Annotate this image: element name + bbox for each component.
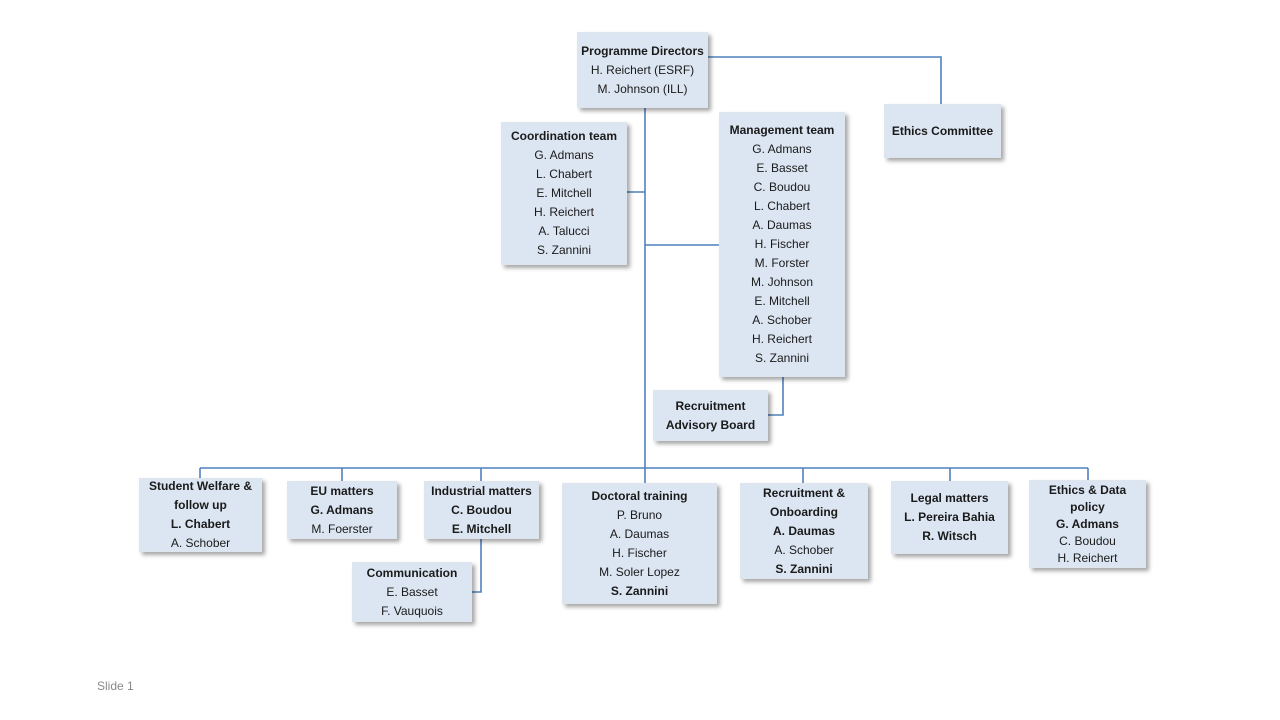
box-title: Ethics Committee xyxy=(891,123,994,138)
box-title: Management team xyxy=(729,123,835,137)
member-name: M. Johnson (ILL) xyxy=(597,81,688,96)
member-name: E. Mitchell xyxy=(754,294,810,308)
member-name: A. Daumas xyxy=(609,526,670,541)
box-members: P. Bruno A. Daumas H. Fischer M. Soler Lope… xyxy=(599,506,680,601)
member-name: F. Vauquois xyxy=(381,603,443,618)
box-members: E. Basset F. Vauquois xyxy=(381,583,443,621)
member-name: A. Talucci xyxy=(538,224,590,238)
org-box-eu-matters: EU matters G. Admans M. Foerster xyxy=(287,481,397,539)
connector-management-to-advisory-board xyxy=(768,377,784,416)
member-name: H. Reichert xyxy=(533,205,595,219)
member-name: A. Daumas xyxy=(772,523,836,538)
box-members: H. Reichert (ESRF) M. Johnson (ILL) xyxy=(591,61,694,99)
member-name: M. Soler Lopez xyxy=(599,564,680,579)
member-name: R. Witsch xyxy=(922,529,977,543)
member-name: A. Daumas xyxy=(752,218,812,232)
box-title: Recruitment & Onboarding xyxy=(762,485,845,519)
org-box-recruitment-onboarding: Recruitment & Onboarding A. Daumas A. Sch… xyxy=(740,483,868,579)
member-name: E. Basset xyxy=(386,584,438,599)
member-name: H. Reichert xyxy=(751,332,812,346)
member-name: E. Mitchell xyxy=(536,186,592,200)
box-members: L. Pereira Bahia R. Witsch xyxy=(904,508,995,546)
member-name: H. Reichert xyxy=(1057,550,1118,565)
member-name: A. Schober xyxy=(774,542,834,557)
org-box-communication: Communication E. Basset F. Vauquois xyxy=(352,562,472,622)
member-name: S. Zannini xyxy=(775,561,833,576)
org-box-recruitment-advisory-board: Recruitment Advisory Board xyxy=(653,390,768,441)
member-name: S. Zannini xyxy=(610,583,669,598)
org-box-legal-matters: Legal matters L. Pereira Bahia R. Witsch xyxy=(891,481,1008,554)
box-members: G. Admans L. Chabert E. Mitchell H. Reicher… xyxy=(534,146,594,260)
box-title: Communication xyxy=(366,565,458,580)
member-name: E. Mitchell xyxy=(451,521,512,536)
connector-industrial-to-communication xyxy=(472,538,482,593)
org-box-ethics-committee: Ethics Committee xyxy=(884,104,1001,158)
member-name: M. Johnson xyxy=(750,275,814,289)
member-name: S. Zannini xyxy=(754,351,809,365)
member-name: G. Admans xyxy=(1056,516,1119,531)
member-name: M. Foerster xyxy=(311,521,373,536)
org-box-management-team: Management team G. Admans E. Basset C. Bou… xyxy=(719,112,845,377)
member-name: H. Fischer xyxy=(754,237,810,251)
box-members: G. Admans M. Foerster xyxy=(311,501,374,539)
box-title: Recruitment Advisory Board xyxy=(665,398,756,432)
box-title: Student Welfare & follow up xyxy=(148,479,253,512)
box-title: Industrial matters xyxy=(431,483,532,498)
org-box-doctoral-training: Doctoral training P. Bruno A. Daumas H. Fi… xyxy=(562,483,717,604)
box-members: C. Boudou E. Mitchell xyxy=(451,501,512,539)
member-name: L. Pereira Bahia xyxy=(904,510,995,524)
box-title: Legal matters xyxy=(910,491,989,505)
box-members: A. Daumas A. Schober S. Zannini xyxy=(773,522,835,579)
member-name: P. Bruno xyxy=(616,507,663,522)
slide-number-label: Slide 1 xyxy=(97,679,134,693)
member-name: C. Boudou xyxy=(451,502,512,517)
member-name: C. Boudou xyxy=(753,180,811,194)
box-members: L. Chabert A. Schober xyxy=(171,515,230,553)
box-members: G. Admans C. Boudou H. Reichert xyxy=(1056,516,1119,567)
member-name: A. Schober xyxy=(752,313,812,327)
member-name: G. Admans xyxy=(310,502,374,517)
member-name: H. Reichert (ESRF) xyxy=(590,62,695,77)
connector-directors-to-ethics-committee xyxy=(708,56,942,104)
org-box-industrial-matters: Industrial matters C. Boudou E. Mitchell xyxy=(424,481,539,539)
member-name: L. Chabert xyxy=(170,517,231,531)
member-name: M. Forster xyxy=(754,256,810,270)
member-name: A. Schober xyxy=(170,536,231,550)
member-name: C. Boudou xyxy=(1059,533,1116,548)
member-name: S. Zannini xyxy=(536,243,592,257)
member-name: L. Chabert xyxy=(753,199,811,213)
org-box-coordination-team: Coordination team G. Admans L. Chabert E. … xyxy=(501,122,627,265)
org-box-programme-directors: Programme Directors H. Reichert (ESRF) M.… xyxy=(577,32,708,108)
member-name: G. Admans xyxy=(534,148,594,162)
member-name: G. Admans xyxy=(752,142,812,156)
member-name: L. Chabert xyxy=(535,167,593,181)
box-title: Ethics & Data policy xyxy=(1048,482,1127,514)
box-title: Programme Directors xyxy=(581,43,704,58)
member-name: H. Fischer xyxy=(612,545,667,560)
member-name: E. Basset xyxy=(756,161,808,175)
box-members: G. Admans E. Basset C. Boudou L. Chabert A. … xyxy=(751,140,813,368)
box-title: EU matters xyxy=(310,483,374,498)
box-title: Coordination team xyxy=(510,129,617,143)
box-title: Doctoral training xyxy=(591,488,688,503)
